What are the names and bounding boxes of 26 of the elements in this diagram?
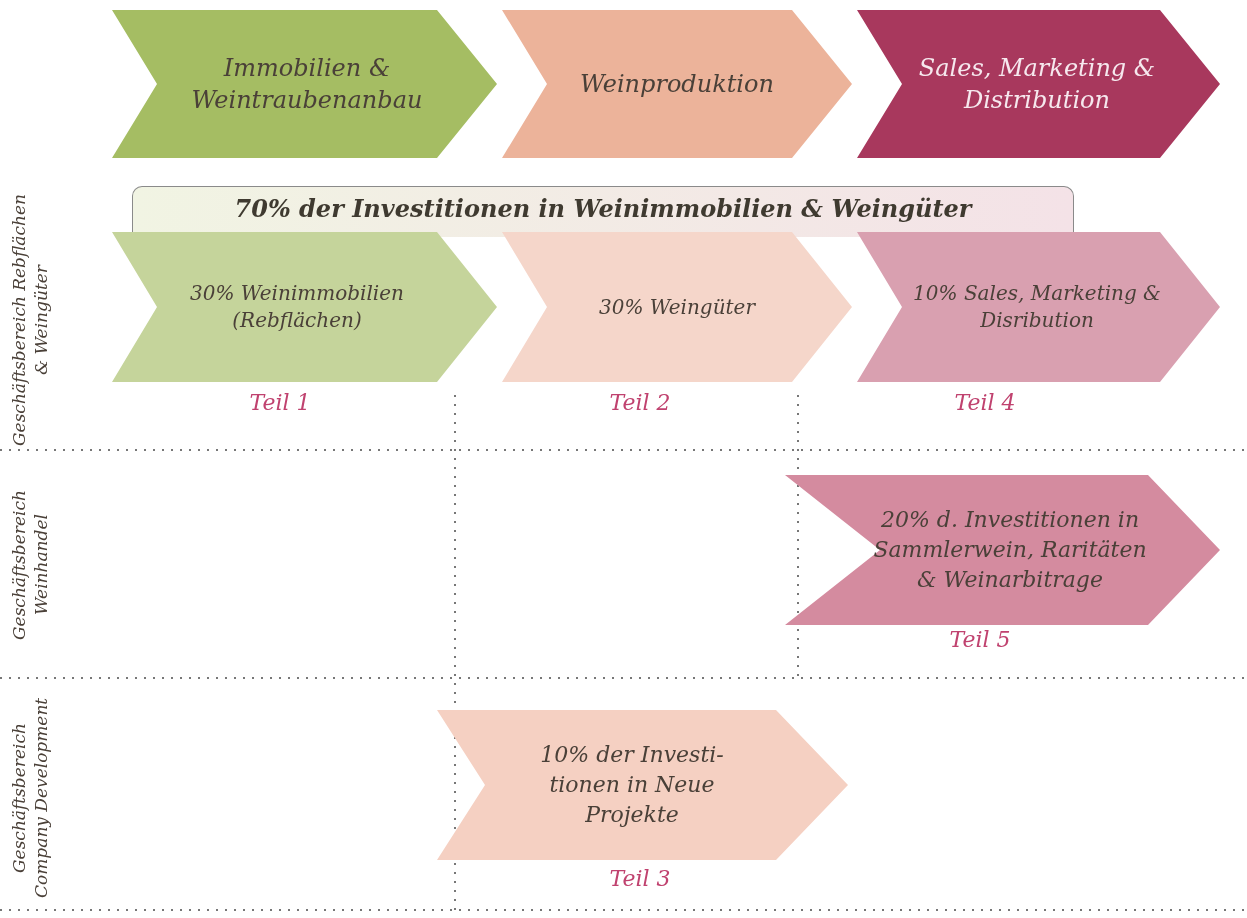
- chevron-label: Weinproduktion: [580, 68, 774, 100]
- step-banner: [437, 710, 848, 860]
- chevron-label: 30% Weingüter: [599, 293, 755, 321]
- step-banner: [112, 10, 497, 158]
- row-heading: Geschäftsbereich Weinhandel: [8, 489, 52, 642]
- row-heading: Geschäftsbereich Company Development: [8, 696, 52, 901]
- chevron-label: Sales, Marketing & Distribution: [917, 52, 1157, 116]
- step-banner: [857, 232, 1220, 382]
- chevron-label: 20% d. Investitionen in Sammlerwein, Raritäten & Weinarbitrage: [872, 506, 1148, 594]
- step-banner: [785, 475, 1220, 625]
- part-caption: Teil 4: [953, 390, 1017, 415]
- step-banner: [502, 232, 852, 382]
- part-caption: Teil 1: [248, 390, 312, 415]
- step-banner: [112, 232, 497, 382]
- row-heading: Geschäftsbereich Rebflächen & Weingüter: [8, 193, 52, 448]
- part-caption: Teil 2: [608, 390, 672, 415]
- part-caption: Teil 5: [948, 627, 1012, 652]
- step-banner: [857, 10, 1220, 158]
- banner-title: 70% der Investitionen in Weinimmobilien & Weingüter: [234, 192, 972, 225]
- chevron-label: 10% der Investi- tionen in Neue Projekte: [539, 741, 725, 829]
- part-caption: Teil 3: [608, 866, 672, 891]
- banner-box: [132, 186, 1074, 237]
- chevron-label: 10% Sales, Marketing & Disribution: [912, 280, 1162, 334]
- chevron-label: 30% Weinimmobilien (Rebflächen): [189, 280, 405, 334]
- chevron-label: Immobilien & Weintraubenanbau: [190, 52, 424, 116]
- step-banner: [502, 10, 852, 158]
